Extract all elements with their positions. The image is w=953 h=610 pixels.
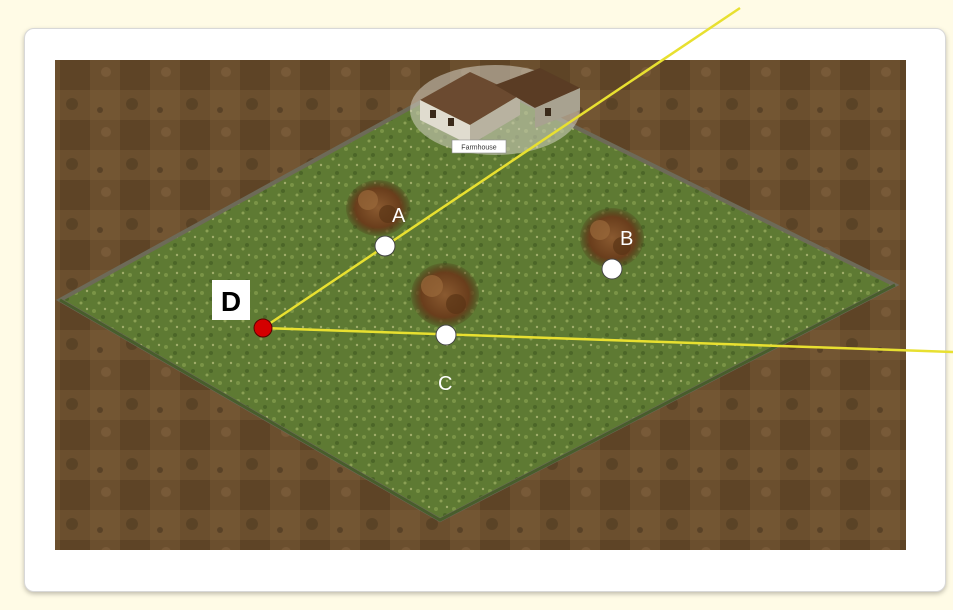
point-b-label: B — [620, 228, 633, 250]
field-hedge-edge — [59, 283, 896, 522]
farmhouse-icon — [410, 65, 580, 155]
point-d-label: D — [221, 286, 241, 317]
point-d-label-box — [212, 280, 250, 320]
point-c-marker[interactable] — [435, 324, 457, 346]
point-d-marker[interactable] — [253, 318, 273, 338]
sight-line-through-c — [262, 326, 953, 354]
tree-icon — [411, 263, 479, 327]
building-label-box — [451, 139, 507, 154]
tree-icon — [580, 208, 644, 268]
point-c-label: C — [438, 373, 452, 395]
point-b-marker[interactable] — [601, 258, 623, 280]
tree-icon — [346, 180, 410, 236]
sight-line-through-a — [262, 6, 741, 330]
building-label: Farmhouse — [461, 145, 497, 152]
point-a-label: A — [392, 205, 406, 227]
point-a-marker[interactable] — [374, 235, 396, 257]
